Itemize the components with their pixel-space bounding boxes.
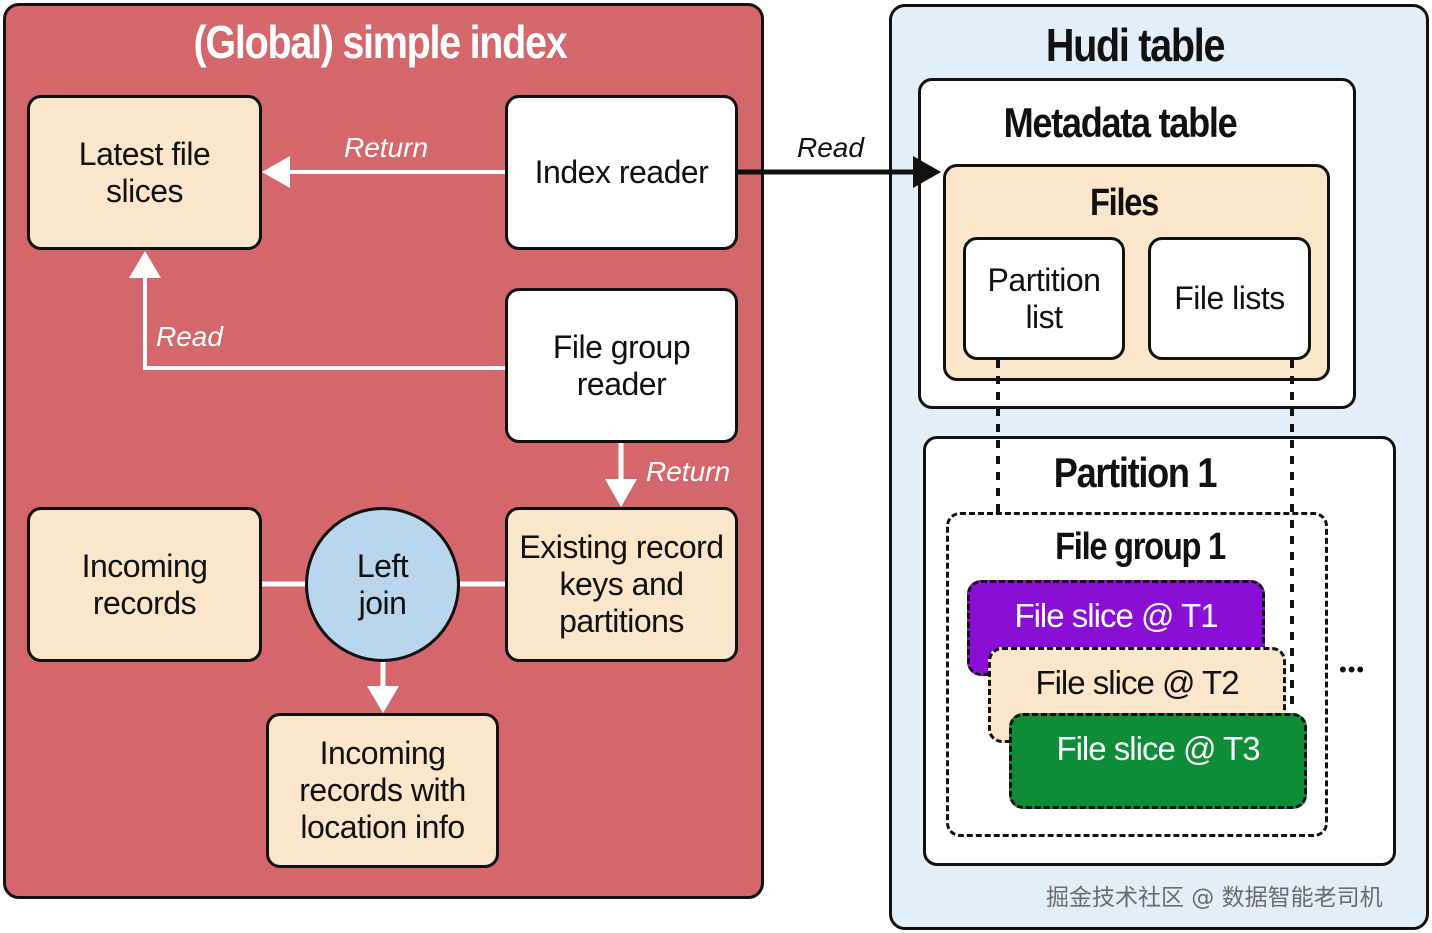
join-arrowhead-down <box>367 686 399 713</box>
incoming-records-location-box: Incoming records with location info <box>266 713 499 868</box>
latest-file-slices-box: Latest file slices <box>27 95 262 250</box>
file-slice-t3: File slice @ T3 <box>1009 713 1307 809</box>
file-group-title: File group 1 <box>1055 526 1226 568</box>
read-connector-left <box>143 278 505 370</box>
read-label-metadata: Read <box>797 132 864 163</box>
left-join-circle: Left join <box>305 507 460 662</box>
return-arrowhead-top <box>262 156 290 188</box>
partition-list-box: Partition list <box>963 237 1125 360</box>
simple-index-title: (Global) simple index <box>193 16 568 68</box>
files-title: Files <box>1089 182 1159 224</box>
return-label-top: Return <box>344 132 429 163</box>
metadata-table-title: Metadata table <box>1003 99 1238 146</box>
hudi-table-title: Hudi table <box>1045 19 1226 71</box>
existing-record-keys-box: Existing record keys and partitions <box>505 507 738 662</box>
incoming-records-box: Incoming records <box>27 507 262 662</box>
ellipsis: ••• <box>1339 657 1366 682</box>
return-label-down: Return <box>646 456 731 487</box>
file-group-box <box>946 512 1328 837</box>
read-arrowhead-metadata <box>913 156 941 188</box>
file-lists-box: File lists <box>1148 237 1311 360</box>
watermark: 掘金技术社区 @ 数据智能老司机 <box>1046 885 1383 911</box>
read-arrowhead-left <box>129 251 161 278</box>
return-arrowhead-down <box>605 479 637 507</box>
partition-title: Partition 1 <box>1053 449 1218 496</box>
index-reader-box: Index reader <box>505 95 738 250</box>
file-group-reader-box: File group reader <box>505 288 738 443</box>
read-label-left: Read <box>156 321 223 352</box>
